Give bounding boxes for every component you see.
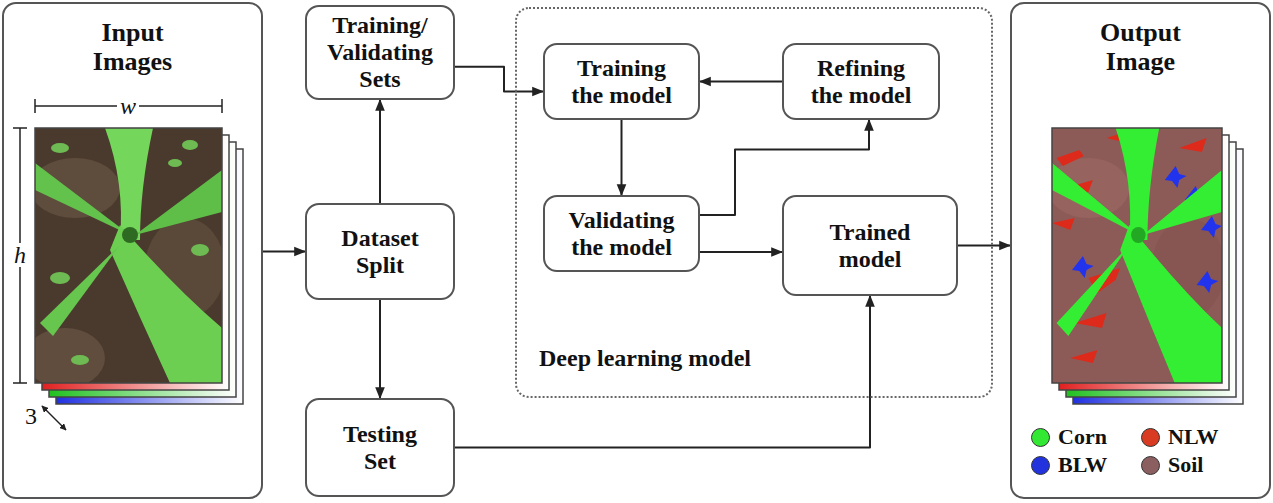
- dimension-label: 3: [22, 404, 40, 428]
- box-label: Testing Set: [330, 421, 430, 475]
- legend-swatch: [1141, 428, 1160, 447]
- input-panel: Input Images: [2, 2, 263, 499]
- flow-arrow: [455, 67, 543, 92]
- legend-label: BLW: [1058, 452, 1107, 478]
- process-box: Refining the model: [782, 43, 940, 120]
- legend-swatch: [1031, 456, 1050, 475]
- legend-item: NLW: [1141, 424, 1219, 450]
- process-box: Validating the model: [543, 195, 700, 272]
- flow-arrow: [700, 251, 782, 253]
- box-label: Training/ Validating Sets: [315, 12, 445, 93]
- flow-arrow: [700, 81, 782, 83]
- flow-arrow: [379, 100, 381, 203]
- box-label: Validating the model: [559, 207, 684, 261]
- dimension-marks: [13, 99, 222, 430]
- process-box: Training/ Validating Sets: [305, 5, 455, 100]
- legend-item: BLW: [1031, 452, 1107, 478]
- flow-arrow: [958, 245, 1010, 247]
- flow-arrow: [455, 296, 870, 448]
- legend-label: Soil: [1168, 452, 1203, 478]
- box-label: Training the model: [562, 55, 682, 109]
- dimension-label: h: [11, 243, 29, 267]
- input-image-stack: [25, 128, 243, 404]
- heading: Output Image: [1071, 18, 1211, 76]
- box-label: Dataset Split: [325, 225, 435, 279]
- output-panel: Output Image: [1010, 2, 1271, 499]
- output-image-stack: [1047, 128, 1243, 404]
- legend-label: NLW: [1168, 424, 1219, 450]
- legend-swatch: [1031, 428, 1050, 447]
- flow-arrow: [379, 300, 381, 398]
- flow-arrow: [263, 251, 305, 253]
- legend-item: Corn: [1031, 424, 1107, 450]
- box-label: Refining the model: [801, 55, 921, 109]
- heading: Input Images: [63, 18, 203, 76]
- process-box: Testing Set: [305, 398, 455, 497]
- legend-swatch: [1141, 456, 1160, 475]
- heading: Deep learning model: [539, 345, 751, 372]
- legend-label: Corn: [1058, 424, 1107, 450]
- legend-item: Soil: [1141, 452, 1203, 478]
- process-box: Dataset Split: [305, 203, 455, 300]
- process-box: Training the model: [543, 43, 700, 120]
- box-label: Trained model: [810, 219, 930, 273]
- dimension-label: w: [117, 94, 139, 118]
- process-box: Trained model: [782, 195, 958, 296]
- model-group: Deep learning model Training the model Ref…: [515, 7, 993, 398]
- flow-arrow: [621, 120, 623, 195]
